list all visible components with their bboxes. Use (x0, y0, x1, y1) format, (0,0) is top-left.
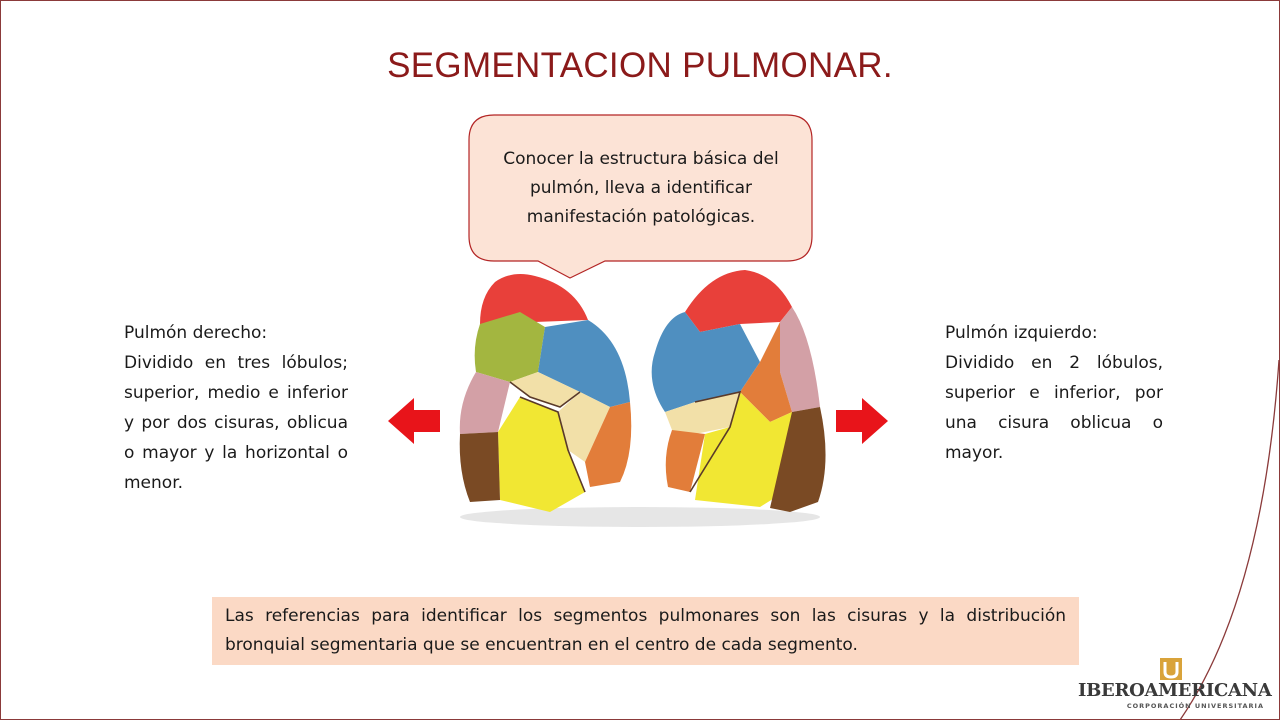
callout-text: Conocer la estructura básica del pulmón,… (503, 149, 779, 227)
right-lung-body: Dividido en tres lóbulos; superior, medi… (124, 353, 348, 493)
left-lung-description: Pulmón izquierdo: Dividido en 2 lóbulos,… (945, 318, 1163, 468)
page-title: SEGMENTACION PULMONAR. (387, 46, 893, 85)
logo-emblem-icon (1160, 658, 1182, 680)
university-logo: IBEROAMERICANA CORPORACIÓN UNIVERSITARIA (1078, 656, 1272, 712)
arrow-left-icon (388, 398, 440, 444)
left-lung (651, 270, 826, 512)
logo-subtitle: CORPORACIÓN UNIVERSITARIA (1126, 702, 1264, 710)
right-lung-heading: Pulmón derecho: (124, 323, 268, 343)
left-lung-heading: Pulmón izquierdo: (945, 323, 1098, 343)
bottom-note: Las referencias para identificar los seg… (212, 597, 1079, 665)
arrow-right-icon (836, 398, 888, 444)
right-lung (459, 274, 632, 512)
logo-name: IBEROAMERICANA (1078, 680, 1272, 701)
lungs-illustration (459, 270, 826, 527)
left-lung-body: Dividido en 2 lóbulos, superior e inferi… (945, 353, 1163, 463)
right-lung-description: Pulmón derecho: Dividido en tres lóbulos… (124, 318, 348, 498)
